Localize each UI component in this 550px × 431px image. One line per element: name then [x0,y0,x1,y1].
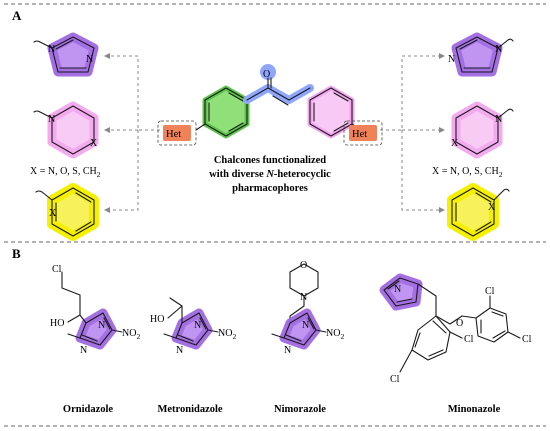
right-imidazole: N N [448,32,514,77]
left-six-ring: N X [33,101,99,159]
left-six-ring-n: N [48,114,55,125]
left-imidazole-n3: N [86,54,93,65]
right-x-definition: X = N, O, S, CH2 [432,166,503,179]
minonazole-cl-top: Cl [485,286,495,297]
metronidazole-name: Metronidazole [157,404,222,415]
right-imidazole-n1: N [495,44,502,55]
left-aromatic-x: X [49,208,57,219]
het-left-label: Het [166,129,181,140]
right-imidazole-n3: N [448,54,455,65]
nimorazole-o: O [300,260,307,271]
metronidazole-n1: N [194,320,201,331]
minonazole-structure: N O Cl Cl Cl Cl [379,273,532,385]
right-six-ring-x: X [451,138,459,149]
left-dashed-arrows [104,53,160,213]
left-aromatic-ring: X [35,183,99,241]
metronidazole-n3: N [176,345,183,356]
left-imidazole-n1: N [48,44,55,55]
minonazole-cl-bottom: Cl [390,374,400,385]
het-right-box: Het [343,120,383,146]
nimorazole-no2: NO2 [326,328,344,341]
ornidazole-cl: Cl [52,264,62,275]
het-right-label: Het [352,129,367,140]
ornidazole-structure: Cl HO N N NO2 [50,264,140,356]
right-dashed-arrows [380,53,445,213]
minonazole-n1: N [394,284,401,295]
metronidazole-ho: HO [150,314,164,325]
minonazole-cl-right: Cl [522,334,532,345]
caption-line-1: Chalcones functionalized [214,155,326,166]
nimorazole-structure: O N N N NO2 [271,260,344,356]
nimorazole-morpholine-n: N [300,292,307,303]
nimorazole-name: Nimorazole [274,404,326,415]
panel-a-label: A [12,8,22,23]
metronidazole-no2: NO2 [218,328,236,341]
ornidazole-n3: N [80,345,87,356]
ornidazole-n1: N [98,320,105,331]
minonazole-name: Minonazole [448,404,501,415]
chalcone-core: O [195,64,361,139]
nimorazole-n1: N [302,320,309,331]
ornidazole-name: Ornidazole [63,404,114,415]
caption-line-2: with diverse N-heterocyclic [209,169,331,180]
right-six-ring-n: N [495,114,502,125]
right-six-ring: N X [451,101,514,159]
right-aromatic-x: X [488,202,496,213]
left-imidazole: N N [33,32,99,77]
panel-b-label: B [12,246,21,261]
right-aromatic-ring: X [447,183,510,241]
carbonyl-oxygen: O [263,69,270,80]
minonazole-cl-middle: Cl [464,334,474,345]
het-left-box: Het [157,120,197,146]
caption-line-3: pharmacophores [232,183,308,194]
left-x-definition: X = N, O, S, CH2 [30,166,101,179]
minonazole-o: O [456,318,463,329]
metronidazole-structure: HO N N NO2 [150,297,236,356]
ornidazole-no2: NO2 [122,328,140,341]
ornidazole-ho: HO [50,318,64,329]
nimorazole-n3: N [284,345,291,356]
left-six-ring-x: X [90,138,98,149]
